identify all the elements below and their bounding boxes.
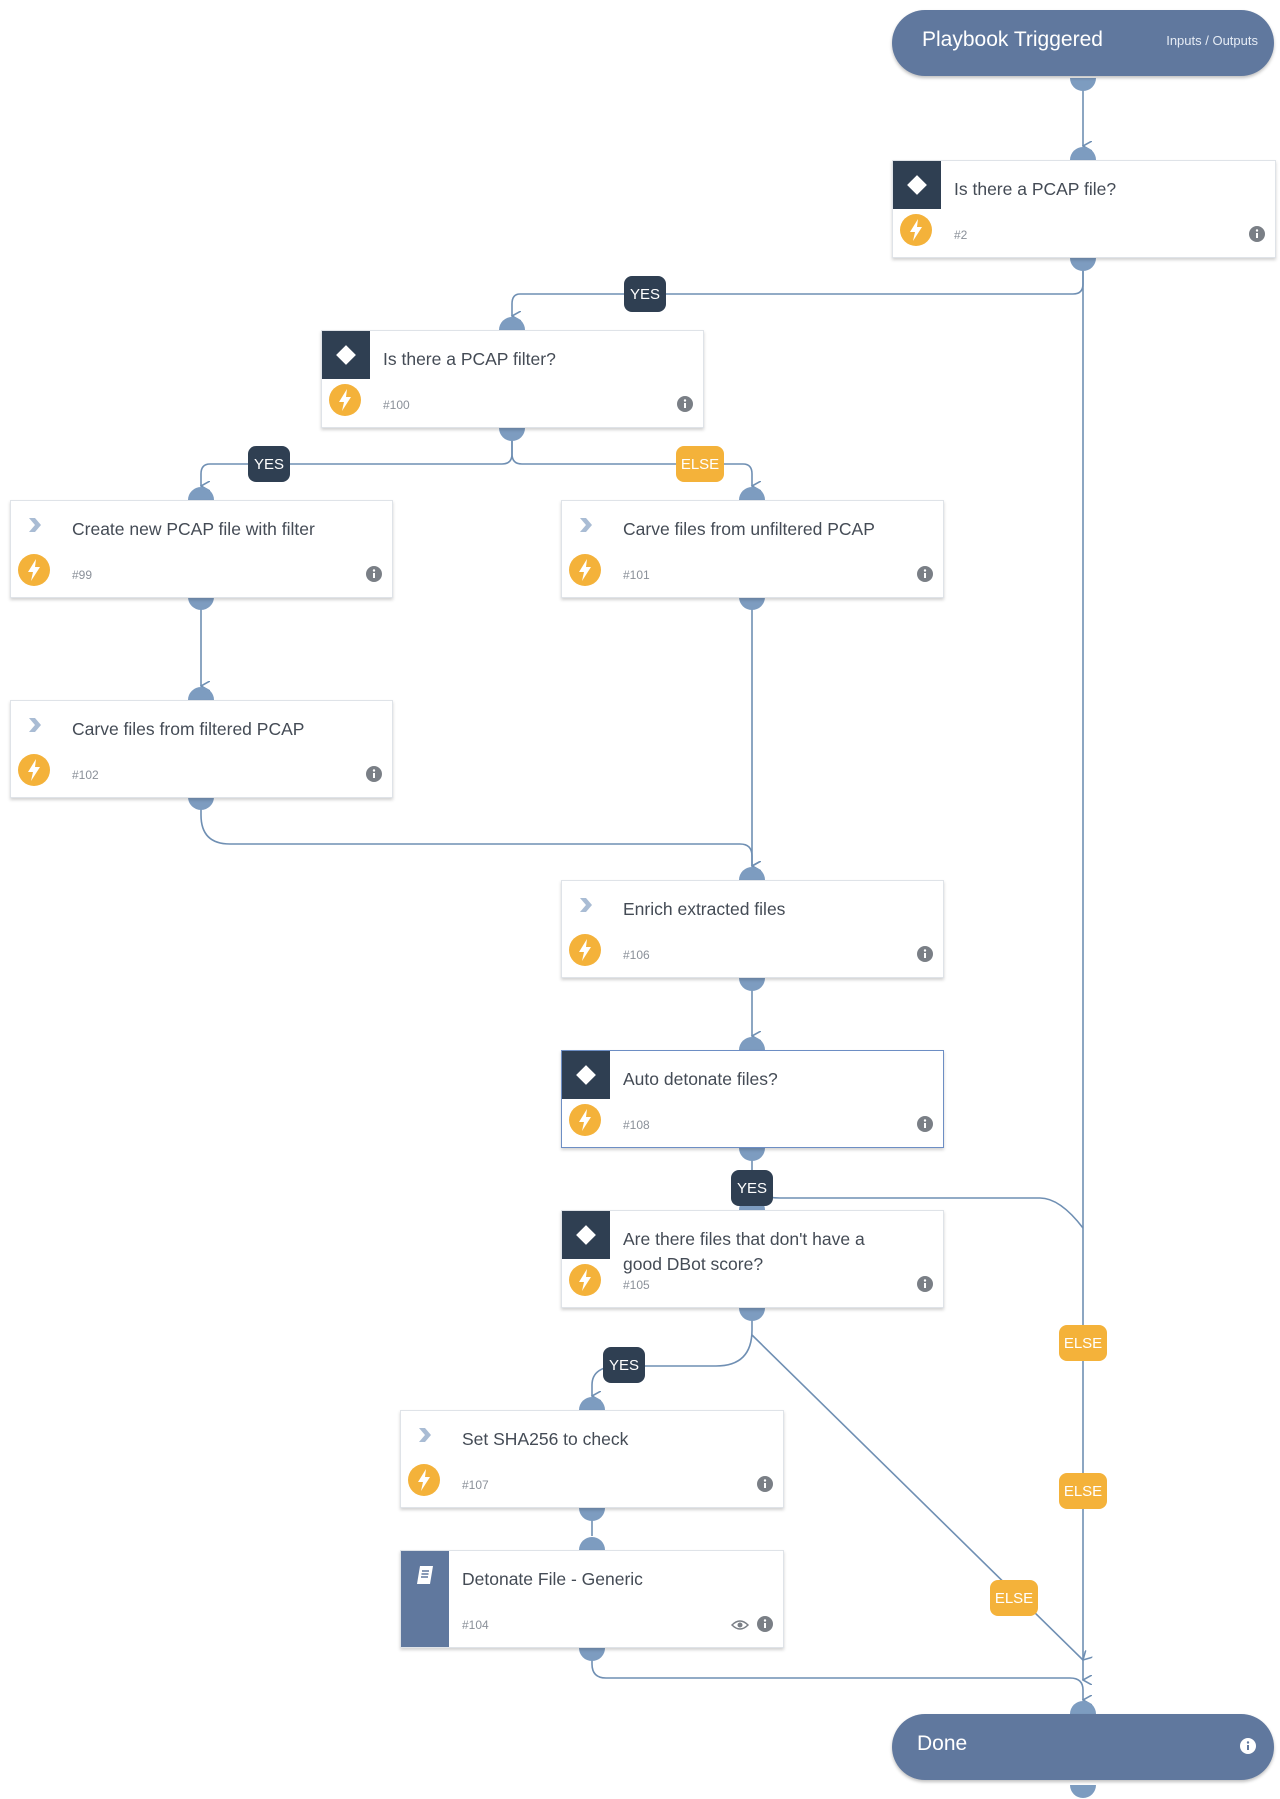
info-icon[interactable] [917,1276,933,1292]
task-number: #108 [623,1118,650,1132]
task-number: #99 [72,568,93,582]
task-number: #101 [623,568,650,582]
chevron-right-icon [401,1411,449,1459]
else-label[interactable]: ELSE [990,1580,1038,1616]
done-node[interactable]: Done [892,1714,1274,1780]
yes-label[interactable]: YES [248,446,290,482]
info-icon[interactable] [917,566,933,582]
condition-icon [562,1051,610,1099]
task-number: #2 [954,228,968,242]
task-is-there-pcap-file[interactable]: Is there a PCAP file? #2 [892,160,1276,258]
task-number: #100 [383,398,410,412]
info-icon[interactable] [757,1476,773,1492]
task-carve-files-unfiltered[interactable]: Carve files from unfiltered PCAP #101 [561,500,944,598]
automation-bolt-icon [18,754,50,786]
wire-100-else-to-101 [511,428,752,486]
chevron-right-icon [562,881,610,929]
task-title: Auto detonate files? [623,1069,778,1089]
inputs-outputs-link[interactable]: Inputs / Outputs [1166,33,1258,48]
task-number: #107 [462,1478,489,1492]
task-set-sha256-to-check[interactable]: Set SHA256 to check #107 [400,1410,784,1508]
task-title: Carve files from unfiltered PCAP [623,519,875,539]
task-enrich-extracted-files[interactable]: Enrich extracted files #106 [561,880,944,978]
automation-bolt-icon [900,214,932,246]
automation-bolt-icon [569,1104,601,1136]
automation-bolt-icon [569,934,601,966]
task-auto-detonate-files[interactable]: Auto detonate files? #108 [561,1050,944,1148]
wire-102-to-106 [200,797,752,866]
else-label[interactable]: ELSE [676,446,724,482]
wire-100-yes-to-99 [201,428,513,486]
task-title: Set SHA256 to check [462,1429,629,1449]
wire-2-yes-to-100 [512,258,1084,316]
automation-bolt-icon [408,1464,440,1496]
task-title: Are there files that don't have a good D… [623,1229,865,1274]
task-detonate-file-generic[interactable]: Detonate File - Generic #104 [400,1550,784,1648]
task-number: #104 [462,1618,489,1632]
condition-icon [562,1211,610,1259]
info-icon[interactable] [677,396,693,412]
automation-bolt-icon [329,384,361,416]
chevron-right-icon [11,701,59,749]
yes-label[interactable]: YES [731,1170,773,1206]
task-title: Create new PCAP file with filter [72,519,315,539]
task-number: #105 [623,1278,650,1292]
info-icon[interactable] [1240,1738,1256,1754]
automation-bolt-icon [569,554,601,586]
info-icon[interactable] [366,566,382,582]
else-label[interactable]: ELSE [1059,1473,1107,1509]
task-create-new-pcap-file[interactable]: Create new PCAP file with filter #99 [10,500,393,598]
info-icon[interactable] [1249,226,1265,242]
task-title: Is there a PCAP filter? [383,349,556,369]
task-is-there-pcap-filter[interactable]: Is there a PCAP filter? #100 [321,330,704,428]
chevron-right-icon [11,501,59,549]
task-title: Carve files from filtered PCAP [72,719,305,739]
task-title: Is there a PCAP file? [954,179,1117,199]
playbook-triggered-node[interactable]: Playbook Triggered Inputs / Outputs [892,10,1274,76]
end-title: Done [917,1732,968,1755]
info-icon[interactable] [917,946,933,962]
task-number: #102 [72,768,99,782]
else-label[interactable]: ELSE [1059,1325,1107,1361]
eye-icon[interactable] [731,1619,749,1631]
info-icon[interactable] [757,1616,773,1632]
start-title: Playbook Triggered [922,28,1103,51]
task-carve-files-filtered[interactable]: Carve files from filtered PCAP #102 [10,700,393,798]
info-icon[interactable] [366,766,382,782]
automation-bolt-icon [18,554,50,586]
condition-icon [893,161,941,209]
chevron-right-icon [562,501,610,549]
wire-104-to-done [591,1648,1083,1700]
task-title: Enrich extracted files [623,899,786,919]
yes-label[interactable]: YES [624,276,666,312]
wire-105-yes-to-107 [592,1308,753,1396]
task-number: #106 [623,948,650,962]
playbook-book-icon [401,1551,449,1647]
task-title: Detonate File - Generic [462,1569,643,1589]
condition-icon [322,331,370,379]
yes-label[interactable]: YES [603,1347,645,1383]
connector-nubs [188,78,1096,1798]
info-icon[interactable] [917,1116,933,1132]
task-files-without-good-dbot-score[interactable]: Are there files that don't have a good D… [561,1210,944,1308]
automation-bolt-icon [569,1264,601,1296]
